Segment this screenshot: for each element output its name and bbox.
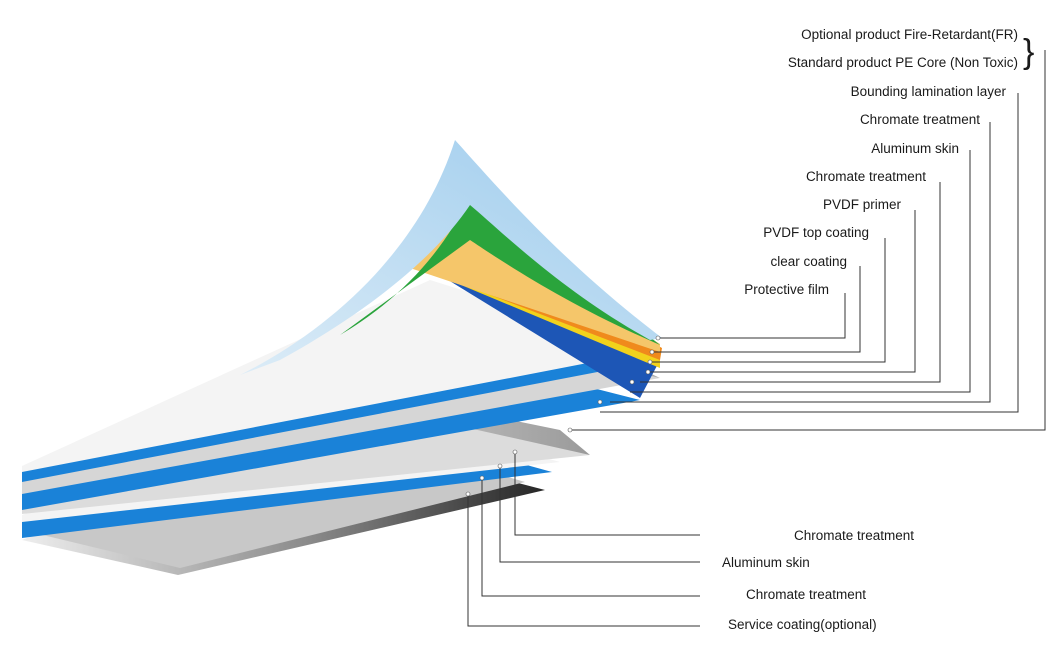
lower-layer-labels: Chromate treatment Aluminum skin Chromat…: [722, 528, 914, 632]
upper-label-2: Aluminum skin: [871, 141, 959, 156]
upper-label-6: clear coating: [770, 254, 847, 269]
upper-label-5: PVDF top coating: [763, 225, 869, 240]
upper-white-strip: [22, 280, 655, 472]
core-options: Optional product Fire-Retardant(FR) Stan…: [788, 27, 1034, 71]
upper-leader-lines: [567, 50, 1046, 433]
protective-film-sheet: [240, 140, 662, 375]
lower-leader-lines: [465, 449, 700, 627]
upper-label-7: Protective film: [744, 282, 829, 297]
upper-layer-labels: Bounding lamination layer Chromate treat…: [744, 84, 1006, 297]
panel-illustration: [22, 140, 662, 575]
upper-label-0: Bounding lamination layer: [851, 84, 1007, 99]
upper-label-4: PVDF primer: [823, 197, 902, 212]
fire-retardant-label: Optional product Fire-Retardant(FR): [801, 27, 1018, 42]
light-orange-layer: [410, 220, 660, 352]
upper-label-1: Chromate treatment: [860, 112, 980, 127]
lower-label-0: Chromate treatment: [794, 528, 914, 543]
lower-label-3: Service coating(optional): [728, 617, 877, 632]
lower-label-2: Chromate treatment: [746, 587, 866, 602]
upper-label-3: Chromate treatment: [806, 169, 926, 184]
brace-icon: }: [1023, 33, 1034, 71]
pe-core-label: Standard product PE Core (Non Toxic): [788, 55, 1018, 70]
lower-label-1: Aluminum skin: [722, 555, 810, 570]
